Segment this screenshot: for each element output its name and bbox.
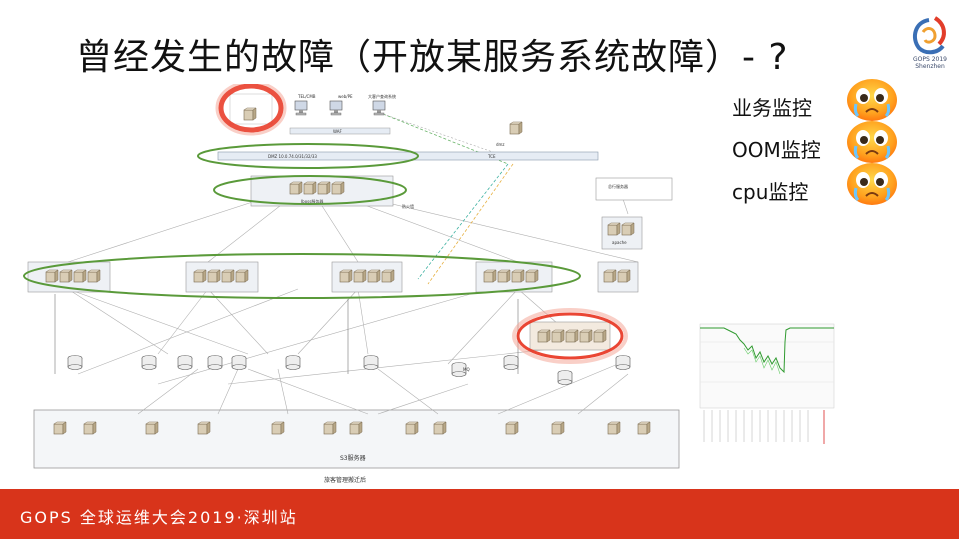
monitor-item-business: 业务监控 [732,92,812,121]
svg-text:TEL/CMB: TEL/CMB [297,94,316,99]
svg-text:S3服务器: S3服务器 [340,454,366,462]
svg-text:总行服务器: 总行服务器 [608,183,628,189]
svg-text:TCE: TCE [487,154,496,159]
monitor-label: OOM监控 [732,138,821,162]
slide-title: 曾经发生的故障（开放某服务系统故障）- ? [76,37,789,78]
svg-text:WAF: WAF [333,129,342,134]
logo-text: GOPS 2019 Shenzhen [913,56,947,70]
svg-text:防火墙: 防火墙 [402,203,414,209]
crying-face-icon [847,79,897,121]
monitoring-mini-chart [694,322,838,448]
architecture-diagram: TEL/CMB web/PE 大客户查询系统 WAF dmz DMZ 10.0.… [23,84,680,484]
crying-face-icon [847,163,897,205]
crying-face-icon [847,121,897,163]
monitor-item-oom: OOM监控 [732,134,821,163]
svg-text:dmz: dmz [496,142,505,147]
svg-text:MQ: MQ [463,367,470,372]
svg-text:apache: apache [612,240,627,245]
footer-text: GOPS 全球运维大会2019·深圳站 [20,508,298,527]
monitor-label: 业务监控 [732,96,812,120]
gops-logo [912,16,946,55]
monitor-label: cpu监控 [732,180,809,204]
svg-text:大客户查询系统: 大客户查询系统 [368,93,396,99]
svg-text:DMZ 10.0.74.0/31/32/33: DMZ 10.0.74.0/31/32/33 [268,154,317,159]
svg-text:web/PE: web/PE [338,94,353,99]
monitor-item-cpu: cpu监控 [732,176,808,205]
svg-text:旅客管理搬迁后: 旅客管理搬迁后 [324,476,366,484]
svg-text:Jboss服务器: Jboss服务器 [300,198,323,204]
footer-bar: GOPS 全球运维大会2019·深圳站 [0,489,959,539]
